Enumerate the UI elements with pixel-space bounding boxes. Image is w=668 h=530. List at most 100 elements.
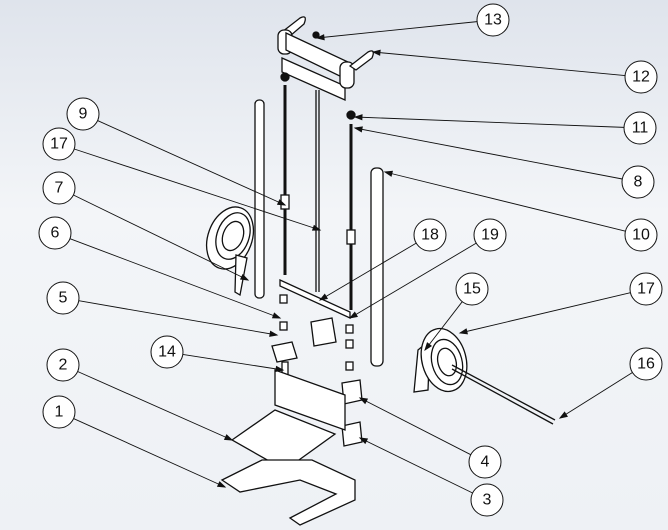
base-plate bbox=[220, 369, 356, 526]
leader-arrowhead bbox=[383, 170, 393, 177]
balloon-circle bbox=[66, 97, 100, 131]
leader-line bbox=[559, 372, 633, 419]
balloon-number: 9 bbox=[79, 106, 88, 123]
leader-arrowhead bbox=[558, 411, 568, 419]
balloon-number: 14 bbox=[158, 344, 176, 361]
balloon-number: 13 bbox=[484, 12, 502, 29]
item-balloon: 19 bbox=[473, 218, 507, 252]
leader-line bbox=[354, 127, 623, 180]
leader-line bbox=[319, 242, 417, 301]
balloon-number: 3 bbox=[483, 492, 492, 509]
leader-line bbox=[316, 21, 478, 39]
item-balloon: 18 bbox=[413, 218, 447, 252]
balloon-circle bbox=[38, 216, 72, 250]
item-balloon: 13 bbox=[476, 3, 510, 37]
item-balloon: 8 bbox=[621, 165, 655, 199]
item-balloon: 9 bbox=[66, 97, 100, 131]
balloon-circle bbox=[629, 347, 663, 381]
balloon-circle bbox=[42, 395, 76, 429]
leader-arrowhead bbox=[424, 342, 433, 352]
wheel-right bbox=[413, 327, 556, 425]
leader-arrowhead bbox=[353, 126, 363, 133]
leader-arrowhead bbox=[315, 34, 325, 41]
leader-line bbox=[73, 418, 226, 488]
leader-arrowhead bbox=[318, 293, 329, 301]
leader-line bbox=[97, 120, 286, 206]
balloon-circle bbox=[621, 165, 655, 199]
item-balloon: 7 bbox=[42, 171, 76, 205]
item-balloon: 3 bbox=[470, 483, 504, 517]
balloon-circle bbox=[624, 218, 658, 252]
leader-line bbox=[384, 171, 626, 232]
balloon-circle bbox=[470, 483, 504, 517]
item-balloon: 14 bbox=[150, 335, 184, 369]
balloon-number: 18 bbox=[421, 227, 439, 244]
balloon-circle bbox=[46, 348, 80, 382]
balloon-number: 7 bbox=[55, 180, 64, 197]
balloon-number: 12 bbox=[632, 69, 650, 86]
balloon-number: 1 bbox=[55, 404, 64, 421]
balloon-number: 2 bbox=[59, 357, 68, 374]
balloon-number: 8 bbox=[634, 174, 643, 191]
balloon-number: 17 bbox=[50, 136, 68, 153]
leader-arrowhead bbox=[358, 437, 369, 445]
balloon-number: 15 bbox=[463, 281, 481, 298]
leader-arrowhead bbox=[269, 330, 279, 337]
item-balloon: 15 bbox=[455, 272, 489, 306]
leader-line bbox=[73, 194, 249, 281]
balloon-number: 6 bbox=[51, 225, 60, 242]
item-balloon: 17 bbox=[629, 272, 663, 306]
item-balloon: 11 bbox=[623, 111, 657, 145]
balloon-circle bbox=[476, 3, 510, 37]
leader-arrowhead bbox=[348, 311, 359, 319]
parts bbox=[205, 16, 556, 526]
balloon-number: 17 bbox=[637, 281, 655, 298]
item-balloon: 4 bbox=[468, 445, 502, 479]
leader-line bbox=[69, 238, 281, 319]
leader-lines bbox=[69, 21, 633, 494]
balloon-number: 16 bbox=[637, 356, 655, 373]
leader-line bbox=[424, 301, 463, 351]
balloon-circle bbox=[629, 272, 663, 306]
item-balloon: 16 bbox=[629, 347, 663, 381]
item-balloon: 12 bbox=[624, 60, 658, 94]
leader-arrowhead bbox=[276, 199, 287, 206]
item-balloon: 2 bbox=[46, 348, 80, 382]
leader-arrowhead bbox=[216, 481, 227, 488]
leader-line bbox=[182, 354, 284, 371]
balloon-number: 19 bbox=[481, 227, 499, 244]
leader-arrowhead bbox=[358, 397, 369, 405]
item-balloon: 6 bbox=[38, 216, 72, 250]
leader-arrowhead bbox=[271, 312, 282, 319]
leader-arrowhead bbox=[371, 49, 381, 56]
leader-line bbox=[359, 397, 471, 456]
balloon-circle bbox=[624, 60, 658, 94]
leader-line bbox=[349, 242, 477, 319]
threaded-rods bbox=[279, 72, 356, 320]
balloon-circle bbox=[413, 218, 447, 252]
balloon-circle bbox=[46, 281, 80, 315]
leader-arrowhead bbox=[275, 365, 285, 372]
leader-arrowhead bbox=[353, 114, 363, 121]
balloon-circle bbox=[623, 111, 657, 145]
balloon-number: 5 bbox=[59, 290, 68, 307]
leader-line bbox=[359, 437, 473, 494]
balloon-number: 10 bbox=[632, 227, 650, 244]
item-balloon: 10 bbox=[624, 218, 658, 252]
item-balloon: 5 bbox=[46, 281, 80, 315]
balloon-circle bbox=[473, 218, 507, 252]
wheel-left bbox=[205, 206, 255, 297]
leader-arrowhead bbox=[239, 273, 250, 281]
balloon-circle bbox=[150, 335, 184, 369]
balloon-number: 4 bbox=[481, 454, 490, 471]
balloon-circle bbox=[42, 127, 76, 161]
leader-arrowhead bbox=[223, 434, 234, 441]
leader-arrowhead bbox=[458, 328, 468, 335]
item-balloon: 1 bbox=[42, 395, 76, 429]
balloon-circle bbox=[468, 445, 502, 479]
balloon-number: 11 bbox=[632, 120, 649, 137]
leader-line bbox=[77, 371, 233, 441]
item-balloon: 17 bbox=[42, 127, 76, 161]
